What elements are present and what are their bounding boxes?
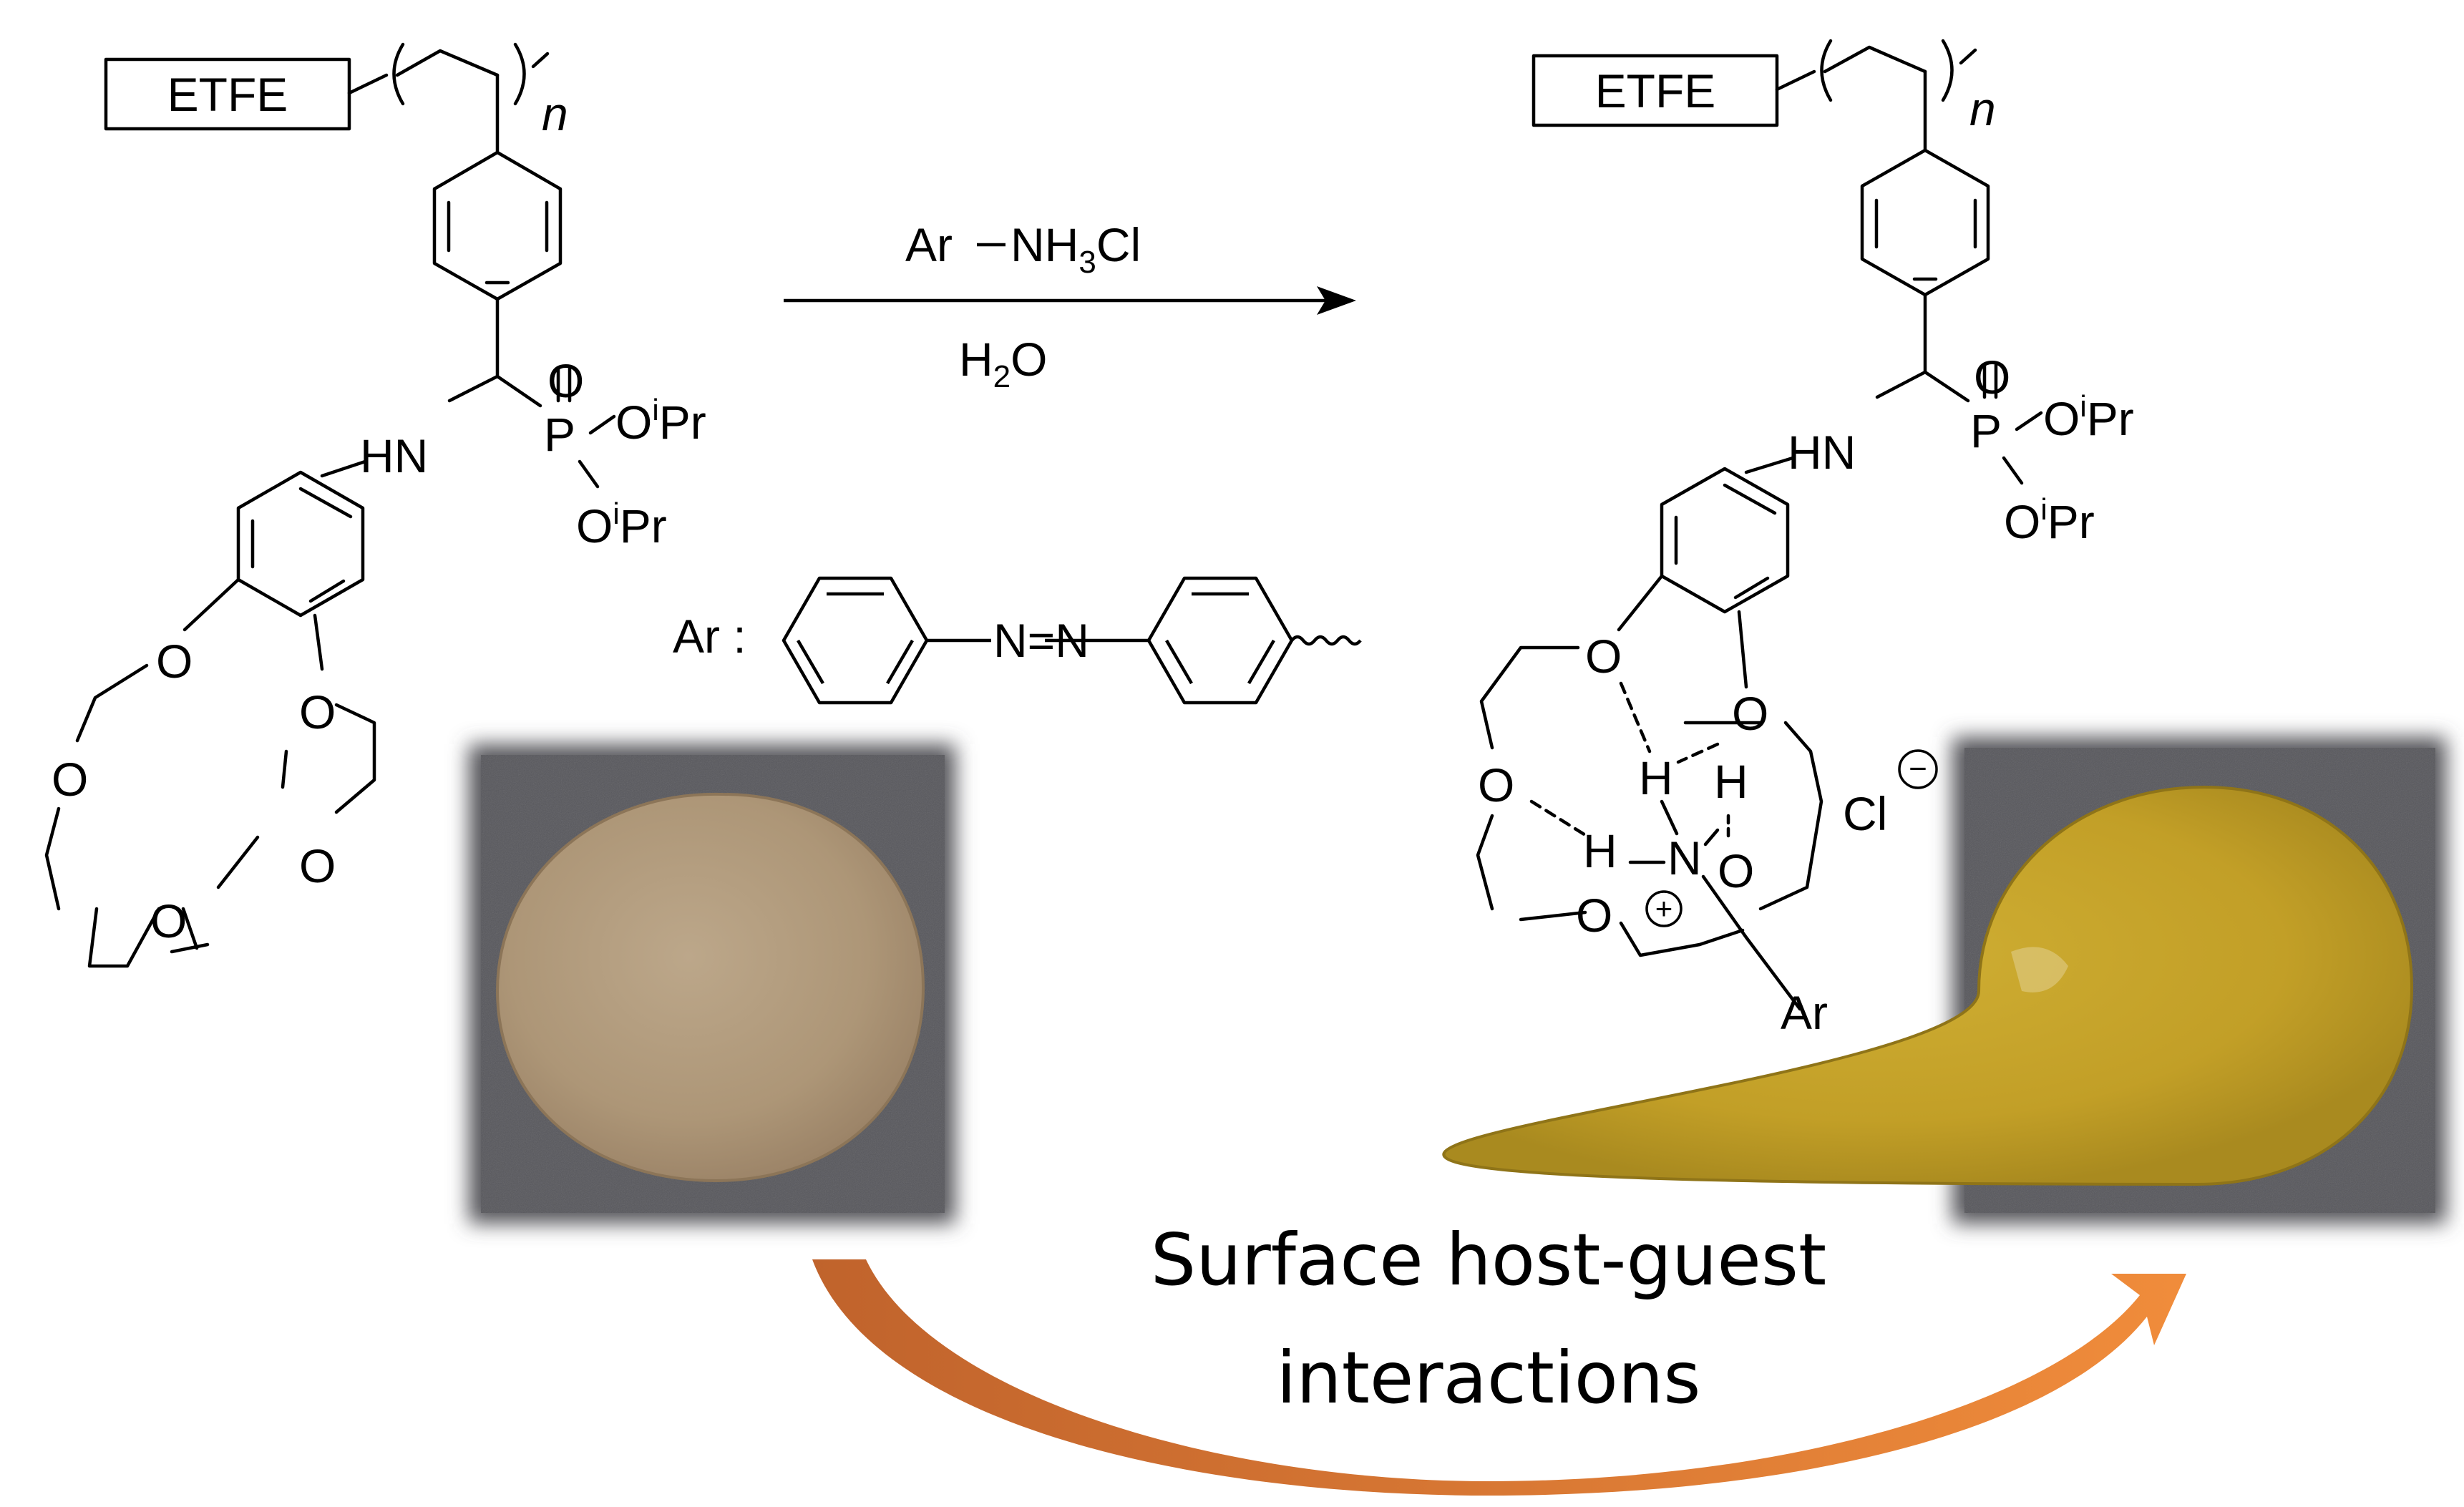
right-repeat-bracket-open [1820,39,1833,102]
reaction-arrow [784,286,1356,315]
left-ester-1: OiPr [615,393,706,449]
right-aniline-ring [1660,467,1790,614]
hydrogen-bond-1 [1619,681,1652,754]
left-crown-oxygen-5: O [150,894,187,947]
hydrogen-bond-3 [1529,799,1591,839]
solvent-label: H2O [959,333,1048,394]
left-molecule-labels: ETFE n HN P O OiPr OiPr O O O O O O [52,68,706,947]
right-hydrogen-2: H [1714,755,1748,808]
left-molecule [44,42,616,968]
right-phosphorus-label: P [1970,404,2002,457]
left-amine-label: HN [360,429,428,482]
right-hydrogen-3: H [1583,824,1617,877]
membrane-photo-after [1442,737,2446,1224]
plus-charge: + [1655,892,1673,925]
right-repeat-bracket-close [1941,39,1954,102]
right-crown-oxygen-5: O [1576,889,1612,942]
membrane-photo-before [469,744,955,1224]
minus-charge-circle [1898,749,1938,789]
left-repeat-bracket-close [513,42,526,106]
left-crown-oxygen-2: O [299,686,336,738]
azo-label: N=N [993,614,1089,667]
right-molecule [1476,39,2043,1011]
left-ester-2: OiPr [576,497,667,552]
right-benzene-ring [1860,148,1990,297]
membrane-disc-before [495,792,925,1183]
aryl-group-definition: Ar : N=N [673,576,1362,705]
right-hydrogen-1: H [1639,751,1673,804]
right-amine-label: HN [1788,426,1856,479]
reaction-conditions: Ar NH3Cl H2O [905,218,1141,394]
left-benzene-ring [432,150,563,301]
azo-benzene-ring-1 [781,576,929,705]
reagent-label: Ar [905,218,953,271]
right-etfe-label: ETFE [1595,64,1716,117]
left-crown-ether [44,663,376,968]
left-crown-oxygen-3: O [52,753,88,806]
left-aniline-ring [236,470,365,618]
azo-benzene-ring-2 [1146,576,1294,705]
right-phosphoryl-oxygen: O [1974,351,2010,404]
right-crown-oxygen-2: O [1732,687,1768,740]
right-crown-oxygen-3: O [1478,759,1514,811]
membrane-disc-after [1442,785,2414,1186]
plus-charge-circle [1645,890,1683,927]
left-crown-oxygen-4: O [299,839,336,892]
left-repeat-subscript: n [542,87,568,140]
ar-definition-label: Ar : [673,610,746,663]
right-crown-oxygen-1: O [1585,630,1622,683]
caption: Surface host-guest interactions [1151,1218,1826,1420]
left-phosphoryl-oxygen: O [547,354,584,407]
reagent-amine-label: NH3Cl [1011,218,1141,280]
chloride-label: Cl [1843,787,1887,840]
right-crown-ether [1476,645,1823,957]
minus-charge: − [1909,751,1927,786]
right-ar-label: Ar [1781,986,1828,1039]
left-etfe-label: ETFE [167,68,288,121]
left-phosphorus-label: P [544,408,575,461]
caption-line-1: Surface host-guest [1151,1218,1826,1302]
right-ester-2: OiPr [2004,492,2095,548]
reaction-arrowhead [1317,286,1356,315]
right-repeat-subscript: n [1969,82,1996,135]
right-ester-1: OiPr [2043,389,2134,445]
right-molecule-labels: ETFE n HN P O OiPr OiPr O O O O O H H H … [1478,64,2134,1039]
left-repeat-bracket-open [392,42,405,106]
ammonium-nitrogen-label: N [1667,831,1702,884]
right-crown-oxygen-4: O [1718,844,1754,897]
hydrogen-bond-2 [1676,742,1720,764]
caption-line-2: interactions [1277,1336,1701,1420]
attachment-squiggle [1290,635,1362,646]
left-crown-oxygen-1: O [156,635,193,688]
